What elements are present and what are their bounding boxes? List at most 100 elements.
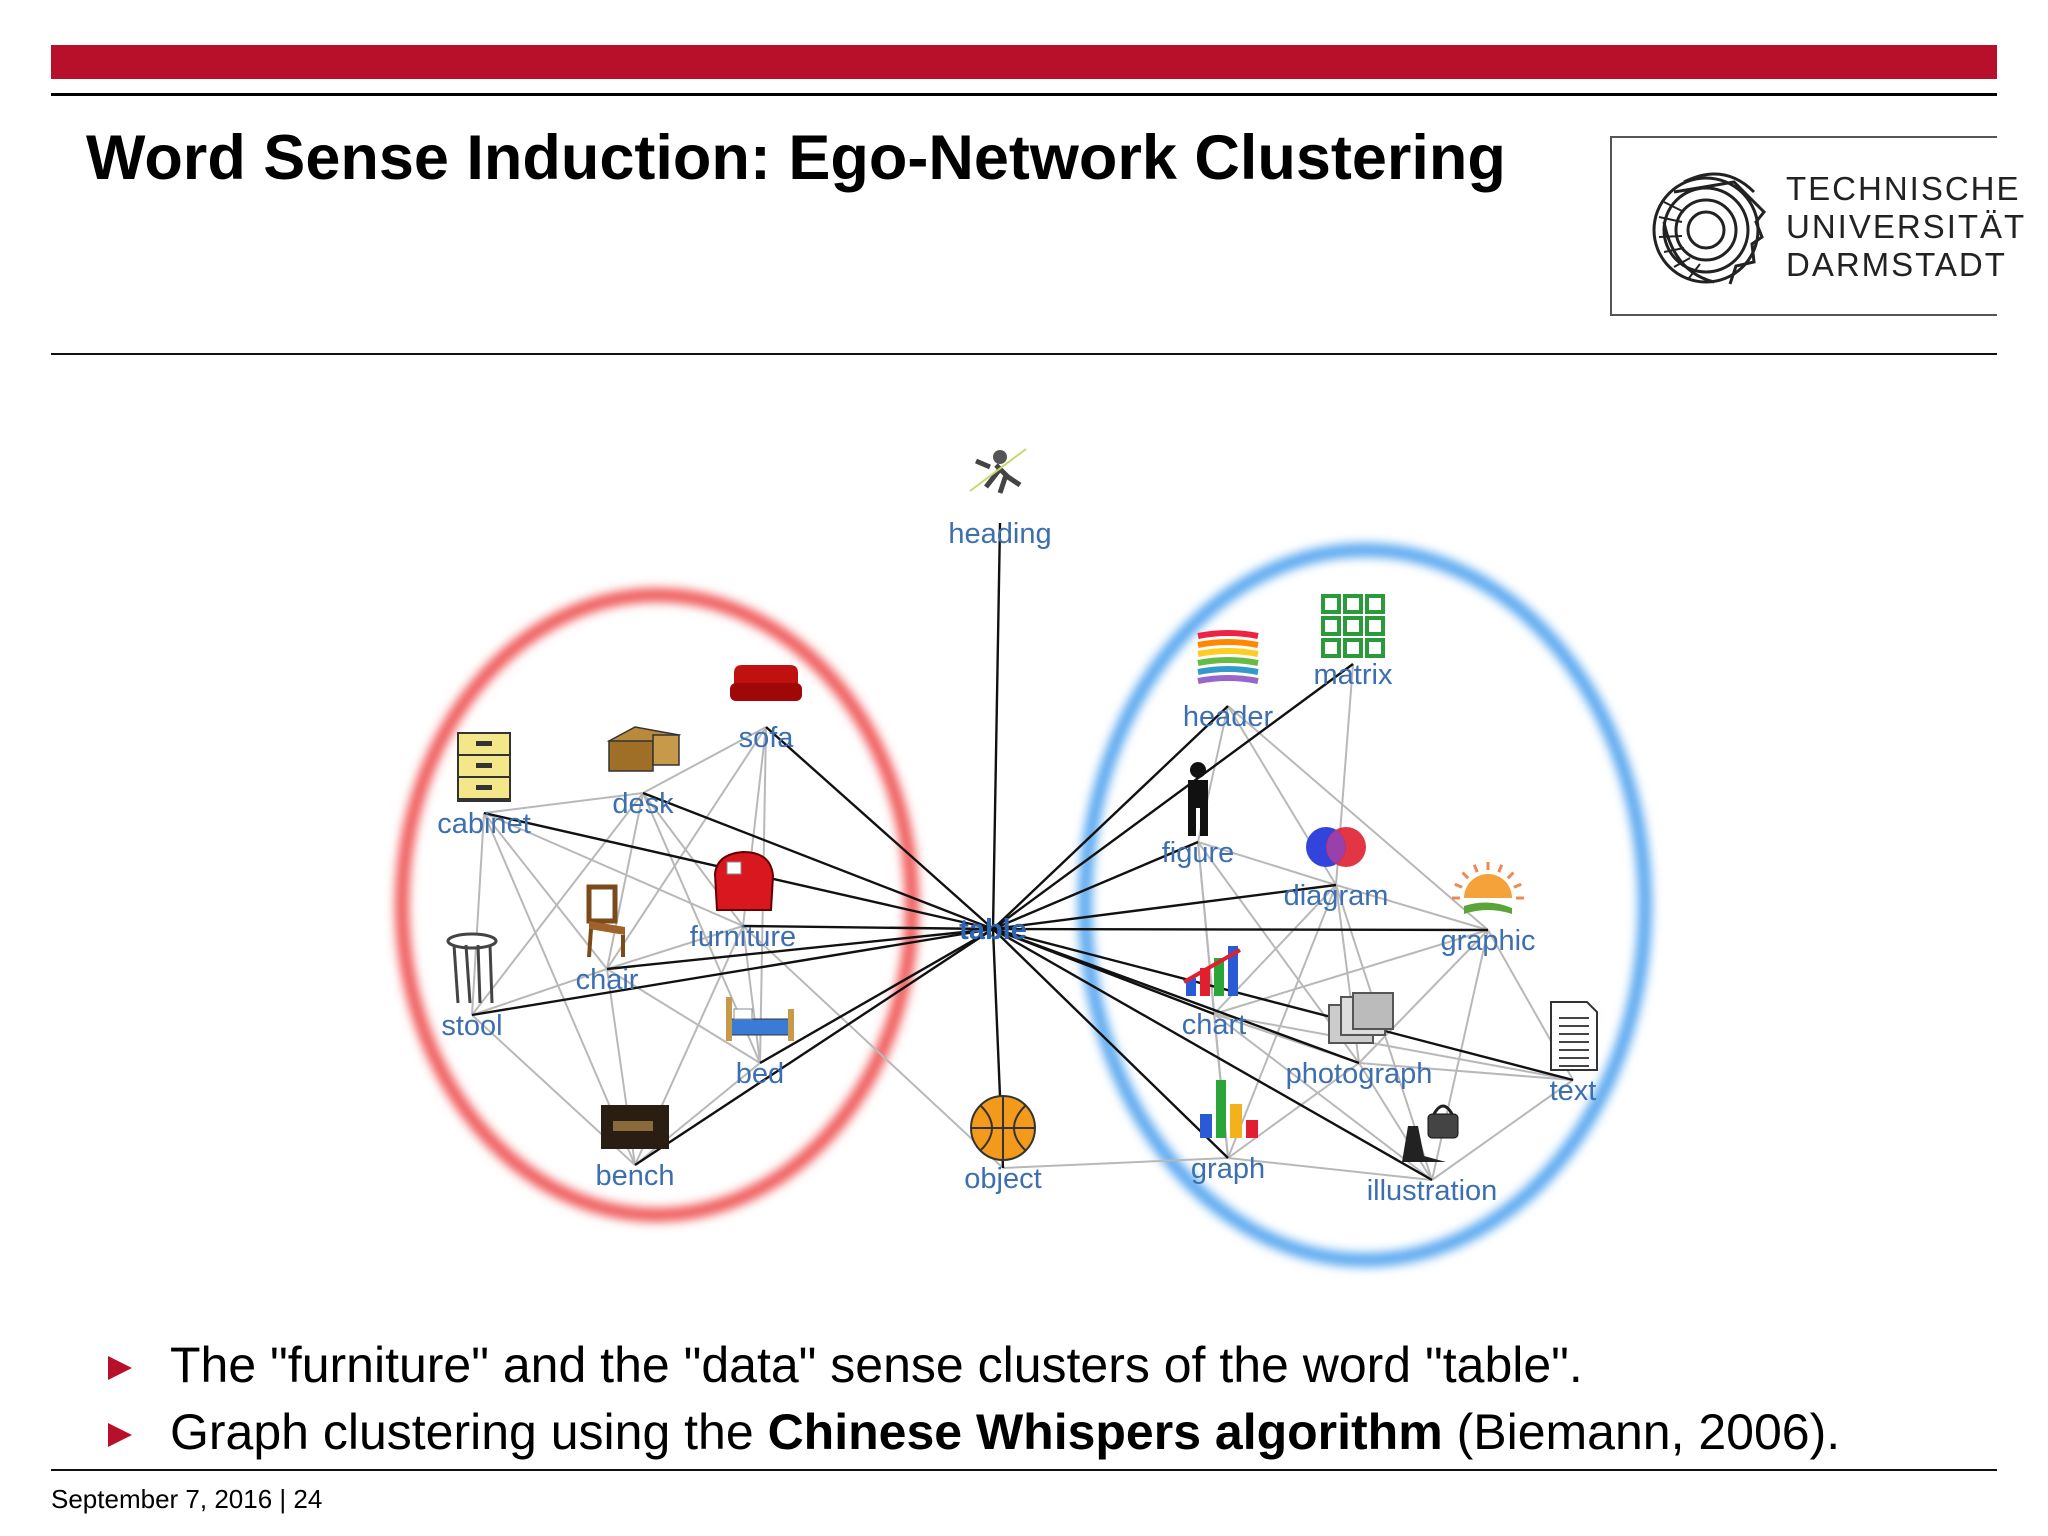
node-label-chart: chart [1182, 1009, 1246, 1041]
edge-chart-illustration [1213, 1013, 1433, 1181]
athena-head-icon [1652, 172, 1767, 285]
edge-chair-bed [606, 968, 761, 1064]
edge-cabinet-furniture [483, 812, 744, 927]
edge-table-heading [991, 522, 1002, 930]
ego-network-diagram: heading cabinet desk sofa furniture chair stoo… [395, 448, 1652, 1267]
slide-title: Word Sense Induction: Ego-Network Cluste… [86, 123, 1506, 193]
node-label-furniture: furniture [690, 921, 796, 953]
sunset-icon [1452, 862, 1524, 914]
logo-line-1: TECHNISCHE [1786, 170, 2021, 207]
document-icon [1550, 1001, 1598, 1071]
edge-table-stool [471, 927, 994, 1017]
node-label-text: text [1550, 1075, 1597, 1107]
person-icon [1188, 762, 1208, 836]
edge-sofa-chair [606, 726, 767, 970]
header-accent-bar [51, 45, 1997, 79]
edge-table-bench [634, 927, 994, 1167]
bar-graph-icon [1200, 1080, 1258, 1138]
node-label-figure: figure [1162, 837, 1235, 869]
edge-furniture-chair [606, 925, 744, 970]
sofa-icon [730, 665, 802, 701]
cabinet-icon [457, 732, 511, 802]
edge-header-graphic [1227, 705, 1489, 931]
edge-table-graphic [992, 927, 1489, 932]
data-cluster-ellipse [1078, 543, 1652, 1267]
footer-rule [51, 1469, 1997, 1471]
edge-desk-stool [471, 792, 644, 1016]
shoe-bag-icon [1402, 1104, 1459, 1162]
node-label-graph: graph [1191, 1153, 1265, 1185]
bench-photo-icon [601, 1105, 669, 1149]
bed-icon [726, 997, 794, 1041]
chair-icon [586, 884, 625, 958]
edge-table-sofa [765, 726, 994, 930]
university-logo [1610, 136, 1997, 316]
node-label-bed: bed [736, 1058, 784, 1090]
runner-icon [969, 448, 1027, 494]
furniture-cluster-ellipse [395, 588, 919, 1222]
bullet-triangle-icon [108, 1356, 132, 1380]
node-label-header: header [1183, 701, 1274, 733]
node-label-photograph: photograph [1286, 1058, 1433, 1090]
edge-table-desk [642, 791, 994, 931]
edge-layer [471, 522, 1574, 1182]
node-label-matrix: matrix [1314, 659, 1393, 691]
edge-text-illustration [1431, 1079, 1574, 1181]
edge-table-photograph [992, 927, 1360, 1065]
basketball-icon [970, 1095, 1036, 1161]
venn-icon [1306, 827, 1366, 867]
armchair-icon [713, 850, 775, 911]
edge-graphic-chart [1213, 929, 1489, 1015]
bullet-text-2: Graph clustering using the Chinese Whisp… [170, 1403, 1840, 1461]
bullet-2-pre: Graph clustering using the [170, 1404, 768, 1460]
footer-date-page: September 7, 2016 | 24 [51, 1484, 323, 1514]
node-label-graphic: graphic [1440, 925, 1535, 957]
header-rule [51, 93, 1997, 96]
edge-table-furniture [742, 924, 994, 931]
bullet-triangle-icon [108, 1423, 132, 1447]
node-label-stool: stool [441, 1010, 502, 1042]
node-label-object: object [964, 1163, 1041, 1195]
edge-table-figure [992, 840, 1199, 931]
node-label-sofa: sofa [739, 722, 795, 754]
edge-photograph-text [1358, 1062, 1574, 1081]
edge-cabinet-stool [471, 812, 485, 1016]
bullet-2-post: (Biemann, 2006). [1442, 1404, 1841, 1460]
edge-table-header [992, 705, 1229, 930]
edge-desk-chair [606, 792, 644, 970]
logo-line-2: UNIVERSITÄT [1786, 208, 2027, 245]
node-label-diagram: diagram [1284, 880, 1389, 912]
header-bottom-rule [51, 353, 1997, 355]
node-label-chair: chair [576, 964, 639, 996]
edge-table-illustration [992, 927, 1433, 1182]
icon-layer [446, 448, 1598, 1162]
edge-table-chair [606, 927, 994, 971]
edge-chart-text [1213, 1013, 1574, 1081]
node-label-desk: desk [612, 788, 674, 820]
edge-furniture-bed [742, 925, 761, 1064]
edge-figure-diagram [1197, 841, 1337, 886]
edge-object-graph [1002, 1157, 1229, 1169]
edge-table-bed [759, 927, 994, 1065]
edge-table-matrix [992, 663, 1354, 930]
node-label-table: table [959, 914, 1027, 946]
edge-graph-illustration [1227, 1157, 1433, 1181]
edge-chair-stool [471, 968, 608, 1016]
edge-cabinet-desk [483, 792, 644, 814]
node-label-illustration: illustration [1367, 1175, 1498, 1207]
node-label-heading: heading [948, 518, 1051, 550]
grid-icon [1321, 594, 1385, 658]
bar-chart-3d-icon [1183, 946, 1241, 996]
photos-icon [1328, 992, 1394, 1044]
books-icon [1197, 630, 1259, 684]
bullet-2-bold: Chinese Whispers algorithm [767, 1404, 1443, 1460]
node-label-cabinet: cabinet [437, 808, 531, 840]
logo-line-3: DARMSTADT [1786, 246, 2007, 283]
university-name: TECHNISCHE UNIVERSITÄT DARMSTADT [1786, 170, 2026, 284]
edge-table-text [992, 927, 1574, 1082]
label-layer: heading cabinet desk sofa furniture chair stoo… [437, 518, 1596, 1207]
edge-photograph-graph [1227, 1062, 1360, 1159]
node-label-bench: bench [595, 1160, 674, 1192]
edge-table-diagram [992, 883, 1337, 931]
edge-sofa-desk [642, 726, 767, 794]
